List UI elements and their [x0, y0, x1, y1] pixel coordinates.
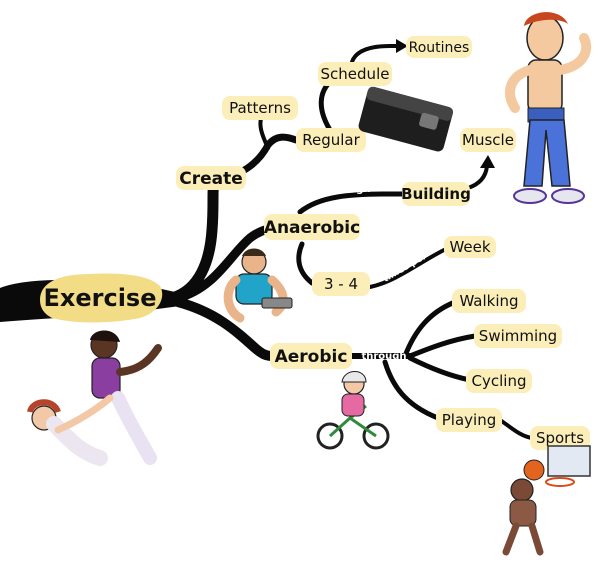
node-cycling: Cycling: [472, 372, 527, 390]
branch-swimming: [407, 333, 478, 359]
node-bubble-sports: [530, 426, 590, 450]
node-bubble-schedule: [318, 62, 392, 86]
arrow-routines: [396, 39, 408, 53]
node-week: Week: [449, 238, 490, 256]
node-bubble-anaerobic: [264, 214, 360, 240]
branch-week: [368, 248, 446, 289]
connector-times-per: times per: [382, 252, 429, 285]
node-sports: Sports: [536, 429, 584, 447]
node-aerobic: Aerobic: [275, 347, 348, 367]
node-bubble-aerobic: [270, 343, 352, 369]
node-playing: Playing: [442, 411, 496, 429]
node-create: Create: [179, 169, 243, 189]
node-bubble-patterns: [222, 96, 298, 120]
node-bubble-three-four: [312, 272, 370, 296]
node-building: Building: [401, 185, 471, 203]
muscle-man-illustration: [505, 12, 592, 204]
branch-routines: [350, 44, 400, 64]
node-patterns: Patterns: [229, 99, 291, 117]
node-three-four: 3 - 4: [324, 275, 358, 293]
node-bubble-building: [402, 182, 470, 206]
branch-create: [166, 174, 220, 304]
node-bubble-week: [444, 236, 496, 258]
connector-through-aerobic: through: [361, 351, 406, 362]
node-routines: Routines: [409, 40, 470, 56]
central-bubble: [40, 273, 163, 323]
node-bubble-cycling: [466, 369, 532, 393]
node-anaerobic: Anaerobic: [264, 218, 360, 238]
branch-aerobic: [173, 297, 277, 361]
node-walking: Walking: [459, 292, 518, 310]
branch-muscle: [466, 164, 489, 190]
node-bubble-muscle: [460, 128, 516, 152]
cyclist-illustration: [316, 371, 390, 450]
label-bubbles: Exercise Create Patterns Regular Schedul…: [40, 36, 590, 450]
stretching-women-illustration: [27, 330, 162, 466]
node-regular: Regular: [302, 131, 360, 149]
wallet-illustration: [358, 86, 454, 152]
branch-cycling: [407, 355, 473, 383]
weightlifter-illustration: [223, 248, 293, 323]
node-muscle: Muscle: [462, 131, 514, 149]
connector-through-anaerobic: through: [325, 184, 370, 195]
node-bubble-routines: [406, 36, 472, 58]
node-swimming: Swimming: [479, 327, 557, 345]
branch-schedule: [318, 77, 335, 133]
branch-walking: [402, 299, 458, 359]
node-bubble-regular: [296, 128, 366, 152]
node-schedule: Schedule: [321, 65, 390, 83]
branch-three-four: [296, 241, 315, 286]
node-bubble-create: [176, 166, 246, 190]
branch-building: [297, 191, 405, 215]
branch-sports: [498, 418, 534, 440]
node-bubble-swimming: [474, 324, 562, 348]
node-bubble-playing: [436, 408, 502, 432]
central-label: Exercise: [43, 284, 156, 312]
branch-playing: [382, 359, 441, 421]
basketball-player-illustration: [502, 445, 591, 556]
arrow-muscle: [480, 155, 495, 168]
node-bubble-walking: [452, 289, 526, 313]
